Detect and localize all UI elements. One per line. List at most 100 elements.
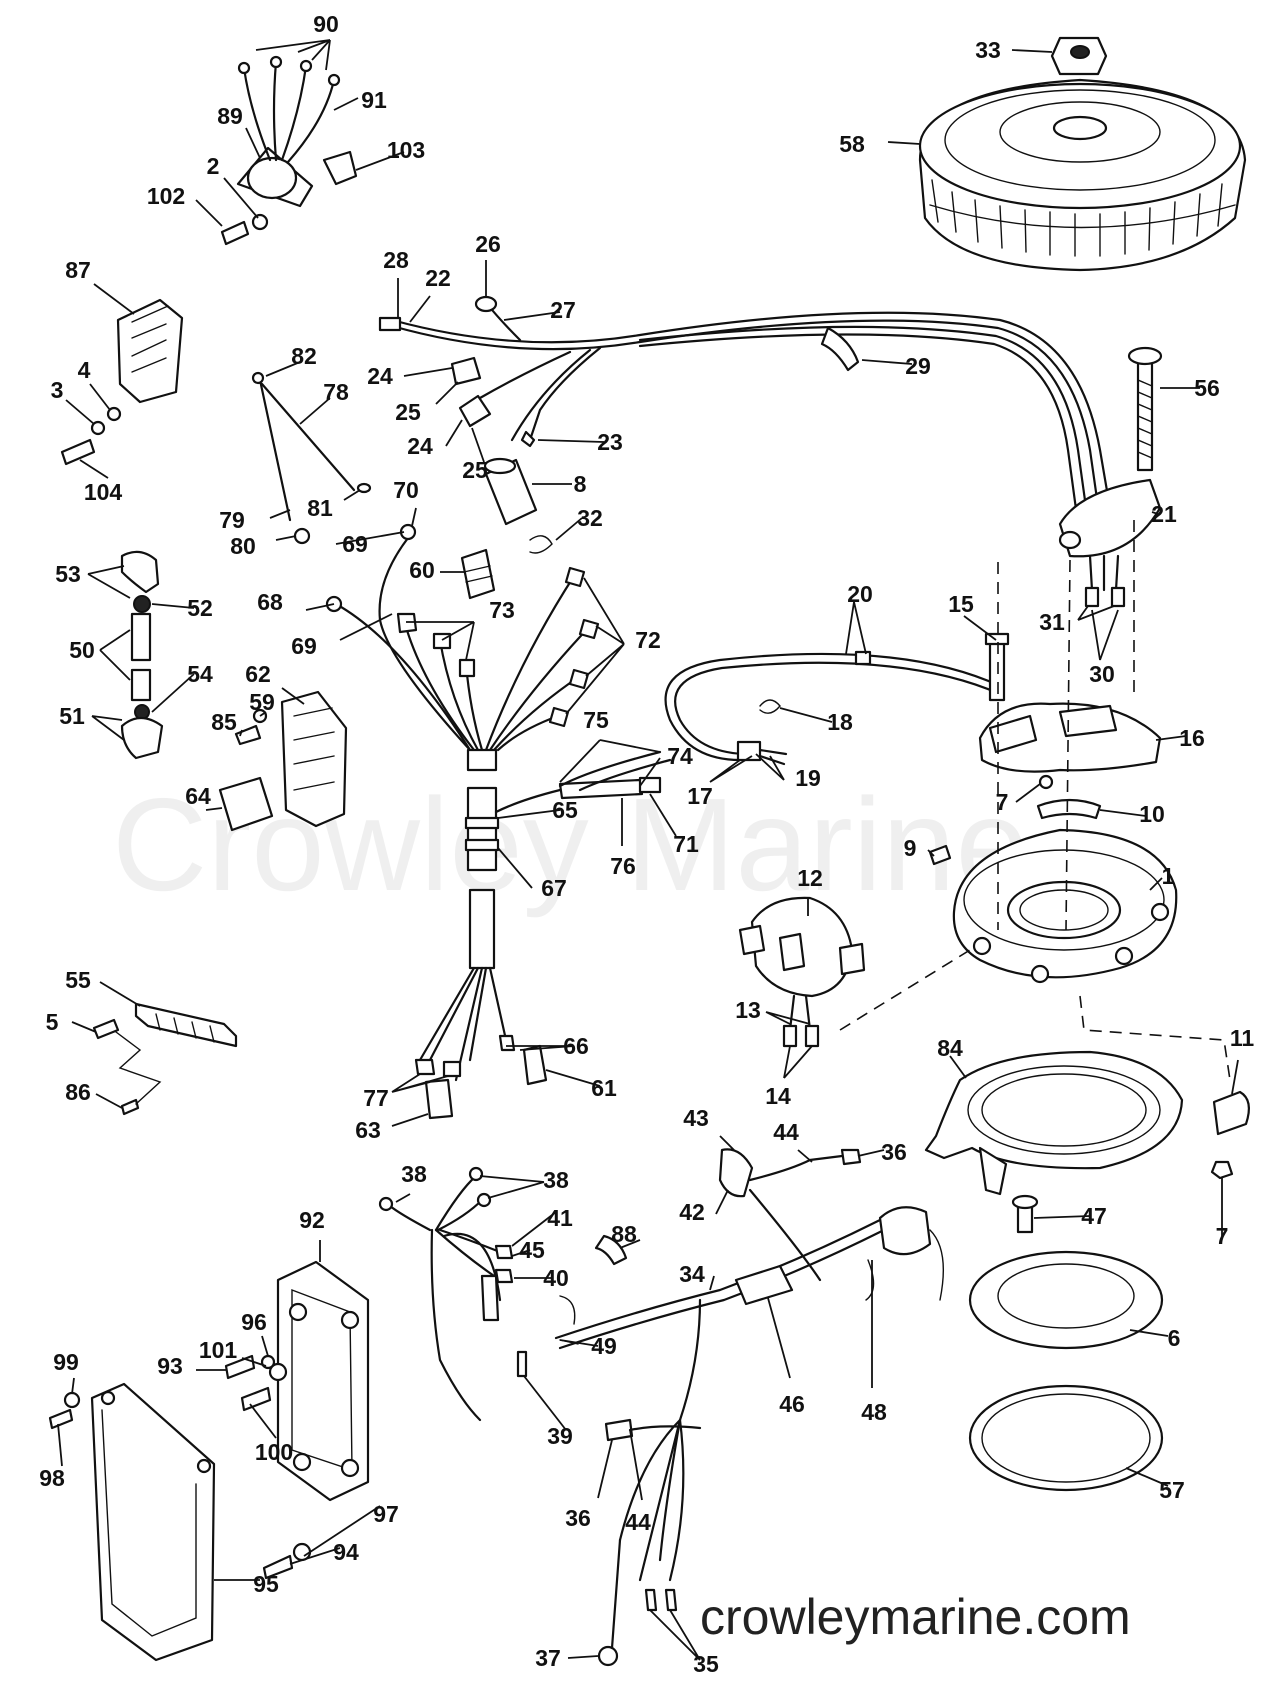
part-label-33: 33	[975, 37, 1001, 63]
part-label-7: 7	[996, 789, 1009, 815]
part-label-8: 8	[574, 471, 587, 497]
part-label-94: 94	[333, 1539, 359, 1565]
flywheel-nut	[1050, 36, 1108, 76]
part-label-74: 74	[667, 743, 693, 769]
part-label-72: 72	[635, 627, 661, 653]
part-label-93: 93	[157, 1353, 183, 1379]
part-label-11: 11	[1230, 1025, 1255, 1051]
part-label-23: 23	[597, 429, 623, 455]
part-label-69: 69	[342, 531, 368, 557]
part-label-15: 15	[948, 591, 974, 617]
part-label-18: 18	[827, 709, 853, 735]
part-label-37: 37	[535, 1645, 561, 1671]
part-label-63: 63	[355, 1117, 381, 1143]
part-label-91: 91	[361, 87, 387, 113]
part-label-30: 30	[1089, 661, 1115, 687]
part-label-97: 97	[373, 1501, 399, 1527]
part-label-27: 27	[550, 297, 576, 323]
part-label-69: 69	[291, 633, 317, 659]
part-label-84: 84	[937, 1035, 963, 1061]
part-label-20: 20	[847, 581, 873, 607]
part-label-66: 66	[563, 1033, 589, 1059]
terminal-strip	[71, 981, 238, 1116]
part-label-79: 79	[219, 507, 245, 533]
part-label-38: 38	[401, 1161, 427, 1187]
part-label-62: 62	[245, 661, 271, 687]
part-label-51: 51	[59, 703, 85, 729]
part-label-25: 25	[462, 457, 488, 483]
part-label-34: 34	[679, 1261, 705, 1287]
part-label-104: 104	[84, 479, 123, 505]
ignition-small-parts	[440, 457, 583, 600]
part-label-82: 82	[291, 343, 317, 369]
part-label-44: 44	[773, 1119, 799, 1145]
part-label-41: 41	[547, 1205, 573, 1231]
part-label-16: 16	[1179, 725, 1205, 751]
armature-plates	[924, 1050, 1251, 1492]
part-label-25: 25	[395, 399, 421, 425]
part-label-19: 19	[795, 765, 821, 791]
key-switch-bracket	[48, 1240, 381, 1662]
part-label-13: 13	[735, 997, 761, 1023]
part-label-77: 77	[363, 1085, 389, 1111]
part-label-24: 24	[407, 433, 433, 459]
part-label-101: 101	[199, 1337, 238, 1363]
part-label-22: 22	[425, 265, 451, 291]
part-label-81: 81	[307, 495, 333, 521]
part-label-1: 1	[1162, 863, 1175, 889]
part-label-95: 95	[253, 1571, 279, 1597]
part-label-64: 64	[185, 783, 211, 809]
part-label-50: 50	[69, 637, 95, 663]
part-label-12: 12	[797, 865, 823, 891]
part-label-47: 47	[1081, 1203, 1107, 1229]
part-label-42: 42	[679, 1199, 705, 1225]
part-label-40: 40	[543, 1265, 569, 1291]
part-label-10: 10	[1139, 801, 1165, 827]
part-label-71: 71	[673, 831, 699, 857]
part-label-29: 29	[905, 353, 931, 379]
part-label-102: 102	[147, 183, 185, 209]
part-label-52: 52	[187, 595, 213, 621]
part-label-45: 45	[519, 1237, 545, 1263]
part-label-89: 89	[217, 103, 243, 129]
part-label-103: 103	[387, 137, 425, 163]
part-label-100: 100	[255, 1439, 293, 1465]
solenoid	[195, 39, 405, 246]
terminal-block	[205, 687, 348, 832]
charge-coil	[738, 896, 1231, 1081]
part-label-76: 76	[610, 853, 636, 879]
engine-harness	[305, 507, 677, 1127]
part-label-92: 92	[299, 1207, 325, 1233]
part-label-58: 58	[839, 131, 865, 157]
part-label-9: 9	[904, 835, 917, 861]
part-label-53: 53	[55, 561, 81, 587]
part-label-6: 6	[1168, 1325, 1181, 1351]
part-label-61: 61	[591, 1075, 617, 1101]
part-label-87: 87	[65, 257, 91, 283]
part-label-78: 78	[323, 379, 349, 405]
power-pack	[60, 283, 184, 479]
part-label-46: 46	[779, 1391, 805, 1417]
stator-base	[927, 520, 1178, 984]
part-label-36: 36	[565, 1505, 591, 1531]
part-label-31: 31	[1039, 609, 1065, 635]
part-label-48: 48	[861, 1399, 887, 1425]
part-label-88: 88	[611, 1221, 637, 1247]
part-label-67: 67	[541, 875, 567, 901]
timer-base-assembly	[664, 601, 1187, 783]
part-label-68: 68	[257, 589, 283, 615]
part-label-80: 80	[230, 533, 256, 559]
part-label-56: 56	[1194, 375, 1220, 401]
stator-harness	[378, 260, 1114, 526]
part-label-55: 55	[65, 967, 91, 993]
part-label-2: 2	[207, 153, 220, 179]
flywheel	[918, 78, 1247, 272]
part-label-3: 3	[51, 377, 64, 403]
part-label-17: 17	[687, 783, 713, 809]
part-label-14: 14	[765, 1083, 791, 1109]
part-label-7: 7	[1216, 1223, 1229, 1249]
part-label-70: 70	[393, 477, 419, 503]
part-label-73: 73	[489, 597, 515, 623]
